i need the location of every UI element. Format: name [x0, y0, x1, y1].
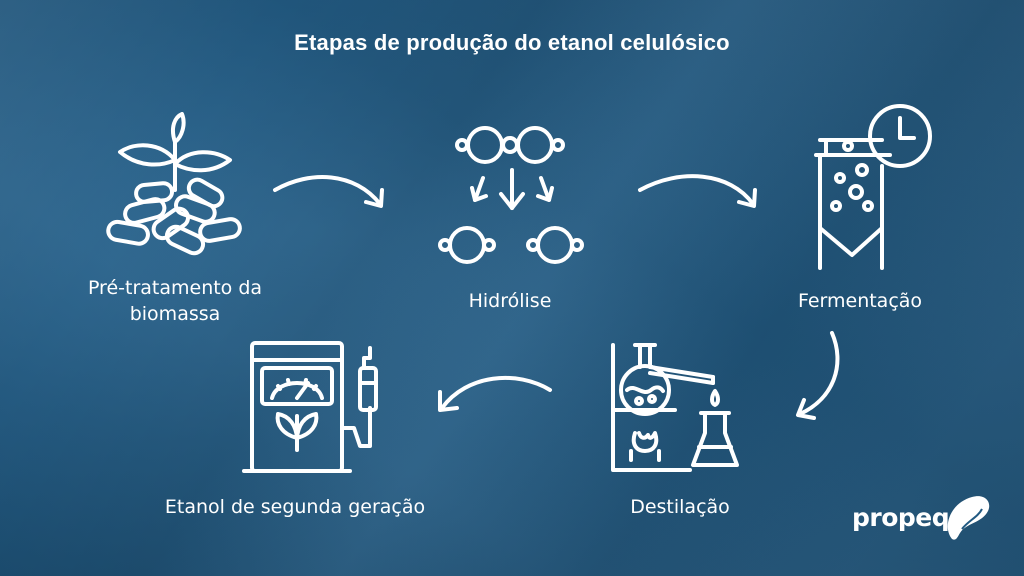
biomass-plant-icon: [100, 112, 250, 257]
fermentation-tank-icon: [810, 100, 940, 275]
step-label-hydrolysis: Hidrólise: [468, 290, 552, 312]
step-label-ethanol: Etanol de segunda geração: [164, 496, 426, 518]
flow-arrow-2: [635, 170, 765, 219]
ethanol-pump-icon: [242, 338, 387, 478]
flow-arrow-4: [432, 370, 557, 424]
distillation-flask-icon: [605, 335, 755, 475]
logo-text: propeq: [852, 503, 950, 532]
step-label-pretreatment: Pré-tratamento da biomassa: [87, 277, 263, 325]
step-label-fermentation: Fermentação: [797, 290, 923, 312]
propeq-logo: propeq: [852, 493, 992, 543]
flow-arrow-3: [790, 328, 850, 427]
molecule-split-icon: [435, 120, 590, 270]
step-label-distillation: Destilação: [630, 496, 730, 518]
flow-arrow-1: [270, 170, 390, 219]
page-title: Etapas de produção do etanol celulósico: [294, 30, 730, 55]
